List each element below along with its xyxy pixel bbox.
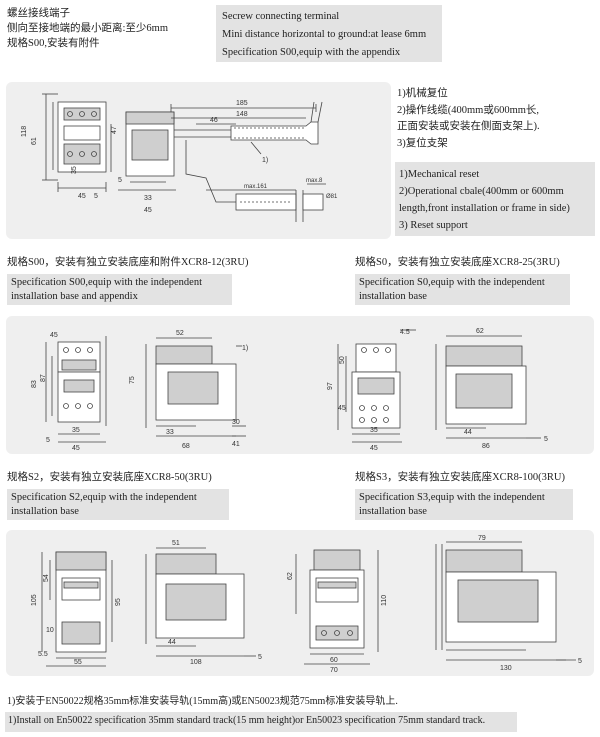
leader-1: 1) bbox=[262, 157, 268, 164]
terminal-cn-block: 螺丝接线端子 侧向至接地端的最小距离:至少6mm 规格S00,安装有附件 bbox=[7, 6, 168, 51]
reset-cn-line3: 正面安装或安装在侧面支架上). bbox=[397, 121, 540, 132]
s00-dim-41: 41 bbox=[232, 441, 240, 448]
s2-cn-heading: 规格S2，安装有独立安装底座XCR8-50(3RU) bbox=[7, 472, 212, 483]
s2-en-line1: Specification S2,equip with the independ… bbox=[11, 492, 197, 503]
s00-cn-heading: 规格S00，安装有独立安装底座和附件XCR8-12(3RU) bbox=[7, 257, 249, 268]
terminal-en-line2: Mini distance horizontal to ground:at le… bbox=[222, 29, 427, 40]
dim-d81: Ø81 bbox=[326, 194, 338, 200]
panel-s00-s0-drawing: 45 83 87 35 45 5 52 75 33 68 30 41 1) 4.… bbox=[6, 316, 594, 454]
s3-dim-79: 79 bbox=[478, 535, 486, 542]
s2-dim-55: 55 bbox=[74, 659, 82, 666]
s00-dim-75: 75 bbox=[129, 376, 136, 384]
s00-en-line2: installation base and appendix bbox=[11, 291, 138, 302]
s0-en-block: Specification S0,equip with the independ… bbox=[355, 274, 570, 305]
s2-en-line2: installation base bbox=[11, 506, 79, 517]
s00-dim-35: 35 bbox=[72, 427, 80, 434]
s0-dim-35: 35 bbox=[370, 427, 378, 434]
s00-dim-33: 33 bbox=[166, 429, 174, 436]
s0-dim-86: 86 bbox=[482, 443, 490, 450]
terminal-en-line3: Specification S00,equip with the appendi… bbox=[222, 47, 401, 58]
s3-dim-5: 5 bbox=[578, 658, 582, 665]
s00-dim-83: 83 bbox=[31, 380, 38, 388]
s3-en-block: Specification S3,equip with the independ… bbox=[355, 489, 573, 520]
dim-185: 185 bbox=[236, 100, 248, 107]
s00-dim-30: 30 bbox=[232, 419, 240, 426]
s2-dim-5-5: 5.5 bbox=[38, 651, 48, 658]
s3-dim-70: 70 bbox=[330, 667, 338, 674]
dim-118: 118 bbox=[21, 126, 28, 137]
s2-en-block: Specification S2,equip with the independ… bbox=[7, 489, 229, 520]
s2-dim-105: 105 bbox=[31, 594, 38, 606]
dim-max161: max.161 bbox=[244, 184, 268, 190]
dim-max8: max.8 bbox=[306, 178, 323, 184]
s0-dim-50: 50 bbox=[339, 356, 346, 364]
dim-35: 35 bbox=[71, 166, 78, 174]
s3-dim-110: 110 bbox=[381, 595, 388, 606]
s2-dim-108: 108 bbox=[190, 659, 202, 666]
reset-en-line1: 1)Mechanical reset bbox=[399, 169, 480, 180]
s2-dim-51: 51 bbox=[172, 540, 180, 547]
s0-dim-5: 5 bbox=[544, 436, 548, 443]
s2-dim-95: 95 bbox=[115, 598, 122, 606]
s3-dim-130: 130 bbox=[500, 665, 512, 672]
dim-45b: 45 bbox=[144, 207, 152, 214]
s0-en-line2: installation base bbox=[359, 291, 427, 302]
s3-en-line2: installation base bbox=[359, 506, 427, 517]
dim-33: 33 bbox=[144, 195, 152, 202]
s0-dim-62: 62 bbox=[476, 328, 484, 335]
s3-cn-heading: 规格S3，安装有独立安装底座XCR8-100(3RU) bbox=[355, 472, 566, 483]
s0-dim-45c: 45 bbox=[370, 445, 378, 452]
s2-dim-44: 44 bbox=[168, 639, 176, 646]
dim-5a: 5 bbox=[94, 193, 98, 200]
terminal-en-line1: Secrew connecting terminal bbox=[222, 11, 340, 22]
s00-dim-87: 87 bbox=[40, 374, 47, 382]
s3-dim-60: 60 bbox=[330, 657, 338, 664]
s2-dim-5: 5 bbox=[258, 654, 262, 661]
s0-dim-4-5: 4.5 bbox=[400, 329, 410, 336]
reset-cn-line4: 3)复位支架 bbox=[397, 137, 448, 149]
terminal-cn-line2: 侧向至接地端的最小距离:至少6mm bbox=[7, 23, 169, 34]
s0-cn-heading: 规格S0，安装有独立安装底座XCR8-25(3RU) bbox=[355, 257, 560, 268]
s3-en-line1: Specification S3,equip with the independ… bbox=[359, 492, 545, 503]
s00-s0-dimension-drawing: 45 83 87 35 45 5 52 75 33 68 30 41 1) 4.… bbox=[31, 328, 548, 452]
footer-en: 1)Install on En50022 specification 35mm … bbox=[5, 712, 517, 732]
reset-cn-block: 1)机械复位 2)操作线缆(400mm或600mm长, 正面安装或安装在侧面支架… bbox=[397, 86, 540, 152]
dim-5b: 5 bbox=[118, 177, 122, 184]
dim-47: 47 bbox=[111, 126, 118, 134]
s00-dim-52: 52 bbox=[176, 330, 184, 337]
s00-dim-45b: 45 bbox=[72, 445, 80, 452]
panel-s2-s3-drawing: 51 54 105 95 10 55 5.5 44 108 5 62 110 6… bbox=[6, 530, 594, 676]
terminal-cn-line3: 规格S00,安装有附件 bbox=[7, 38, 100, 49]
reset-dimension-drawing: 118 61 45 5 47 35 33 45 5 185 148 46 1) … bbox=[21, 93, 338, 222]
s0-dim-97: 97 bbox=[327, 382, 334, 390]
s2-dim-54: 54 bbox=[43, 574, 50, 582]
s00-dim-45: 45 bbox=[50, 332, 58, 339]
dim-46: 46 bbox=[210, 117, 218, 124]
reset-cn-line1: 1)机械复位 bbox=[397, 88, 448, 99]
reset-en-line3: length,front installation or frame in si… bbox=[399, 203, 570, 214]
s2-dim-10: 10 bbox=[46, 627, 54, 634]
dim-148: 148 bbox=[236, 111, 248, 118]
s0-dim-45: 45 bbox=[338, 405, 346, 412]
s00-en-block: Specification S00,equip with the indepen… bbox=[7, 274, 232, 305]
panel-reset-drawing: 118 61 45 5 47 35 33 45 5 185 148 46 1) … bbox=[6, 82, 391, 239]
s0-en-line1: Specification S0,equip with the independ… bbox=[359, 277, 545, 288]
reset-en-line2: 2)Operational cbale(400mm or 600mm bbox=[399, 186, 564, 197]
footer-cn: 1)安装于EN50022规格35mm标准安装导轨(15mm高)或EN50023规… bbox=[7, 696, 398, 707]
terminal-en-block: Secrew connecting terminal Mini distance… bbox=[216, 5, 442, 62]
s3-dim-62: 62 bbox=[287, 572, 294, 580]
s0-dim-44: 44 bbox=[464, 429, 472, 436]
s00-en-line1: Specification S00,equip with the indepen… bbox=[11, 277, 202, 288]
terminal-cn-line1: 螺丝接线端子 bbox=[7, 8, 70, 19]
dim-45a: 45 bbox=[78, 193, 86, 200]
s00-dim-68: 68 bbox=[182, 443, 190, 450]
reset-cn-line2: 2)操作线缆(400mm或600mm长, bbox=[397, 104, 540, 116]
dim-61: 61 bbox=[31, 137, 38, 145]
s00-leader-1: 1) bbox=[242, 345, 248, 352]
s2-s3-dimension-drawing: 51 54 105 95 10 55 5.5 44 108 5 62 110 6… bbox=[31, 535, 582, 674]
s00-dim-5: 5 bbox=[46, 437, 50, 444]
reset-en-line4: 3) Reset support bbox=[399, 220, 468, 231]
reset-en-block: 1)Mechanical reset 2)Operational cbale(4… bbox=[395, 162, 595, 236]
